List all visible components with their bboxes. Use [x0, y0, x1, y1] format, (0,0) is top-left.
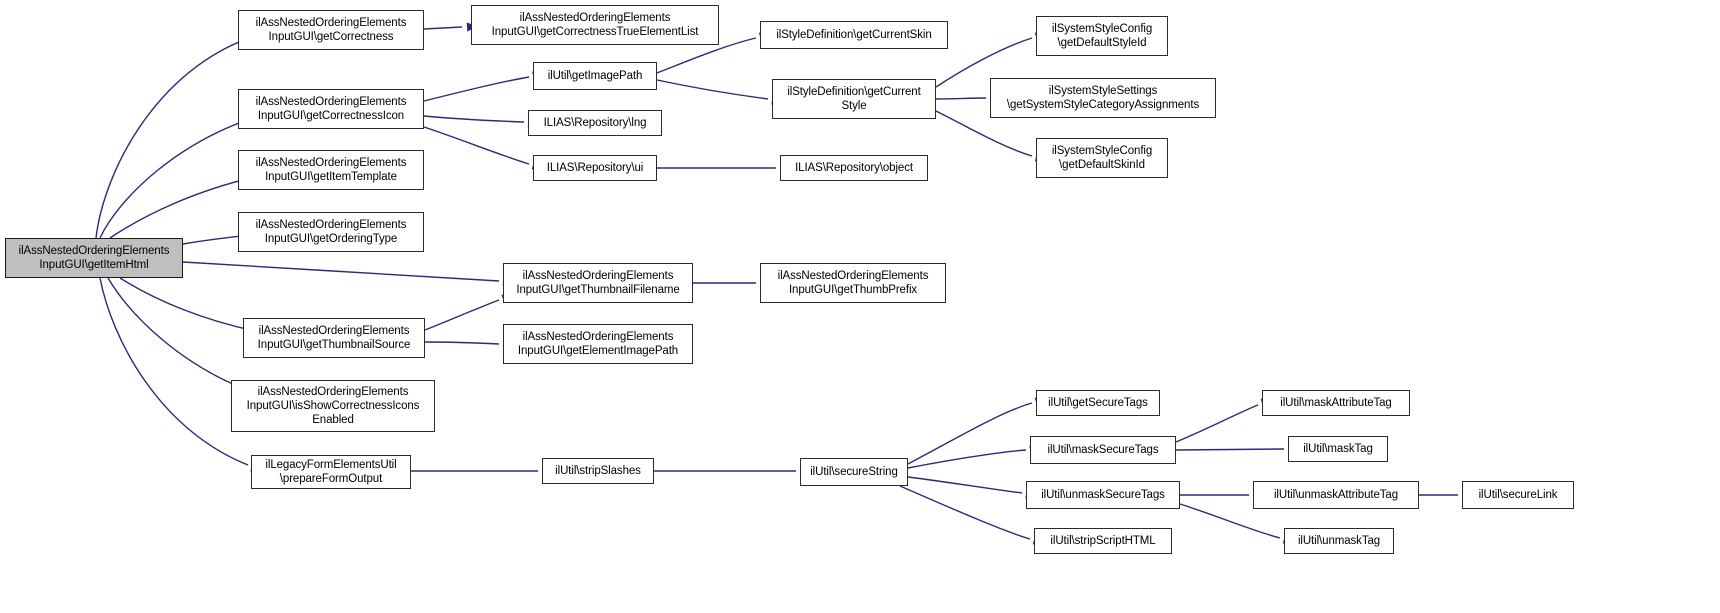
graph-node-root[interactable]: ilAssNestedOrderingElements InputGUI\get…	[5, 238, 183, 278]
call-edge	[107, 277, 253, 393]
call-edge	[424, 341, 500, 345]
call-edge	[182, 261, 500, 282]
call-edge	[423, 76, 530, 102]
graph-node-label: ilUtil\getImagePath	[547, 70, 643, 82]
graph-node-label: ilSystemStyleSettings \getSystemStyleCat…	[1006, 85, 1200, 111]
graph-node-getThumbnailSource[interactable]: ilAssNestedOrderingElements InputGUI\get…	[243, 318, 425, 358]
graph-node-unmaskSecureTags[interactable]: ilUtil\unmaskSecureTags	[1026, 481, 1180, 509]
graph-node-getCorrectness[interactable]: ilAssNestedOrderingElements InputGUI\get…	[238, 10, 424, 50]
graph-node-label: ilAssNestedOrderingElements InputGUI\get…	[491, 12, 699, 38]
graph-node-repoLng[interactable]: ILIAS\Repository\lng	[528, 110, 662, 136]
graph-node-getCurrentStyle[interactable]: ilStyleDefinition\getCurrent Style	[772, 79, 936, 119]
graph-node-repoObject[interactable]: ILIAS\Repository\object	[780, 155, 928, 181]
graph-node-getThumbnailFilename[interactable]: ilAssNestedOrderingElements InputGUI\get…	[503, 263, 693, 303]
graph-node-label: ilUtil\secureLink	[1478, 489, 1558, 501]
call-edge	[95, 31, 269, 239]
graph-node-label: ilAssNestedOrderingElements InputGUI\get…	[516, 270, 680, 296]
call-edge	[1175, 448, 1285, 451]
call-edge	[907, 402, 1033, 465]
call-edge	[1175, 404, 1259, 443]
graph-node-getElementImagePath[interactable]: ilAssNestedOrderingElements InputGUI\get…	[503, 324, 693, 364]
call-edge	[899, 485, 1031, 540]
graph-node-label: ilAssNestedOrderingElements InputGUI\get…	[255, 96, 407, 122]
graph-node-defaultStyleId[interactable]: ilSystemStyleConfig \getDefaultStyleId	[1036, 16, 1168, 56]
graph-node-getItemTemplate[interactable]: ilAssNestedOrderingElements InputGUI\get…	[238, 150, 424, 190]
graph-node-secureString[interactable]: ilUtil\secureString	[800, 458, 908, 486]
graph-node-label: ilUtil\unmaskAttributeTag	[1273, 489, 1399, 501]
call-edge	[423, 126, 530, 165]
graph-node-maskTag[interactable]: ilUtil\maskTag	[1288, 436, 1388, 462]
graph-node-label: ilLegacyFormElementsUtil \prepareFormOut…	[265, 459, 397, 485]
graph-node-getOrderingType[interactable]: ilAssNestedOrderingElements InputGUI\get…	[238, 212, 424, 252]
graph-node-label: ilUtil\getSecureTags	[1048, 397, 1148, 409]
graph-node-getThumbPrefix[interactable]: ilAssNestedOrderingElements InputGUI\get…	[760, 263, 946, 303]
graph-node-label: ILIAS\Repository\lng	[543, 117, 647, 129]
graph-node-getCorrectnessTrue[interactable]: ilAssNestedOrderingElements InputGUI\get…	[471, 5, 719, 45]
graph-node-label: ilSystemStyleConfig \getDefaultSkinId	[1051, 145, 1153, 171]
graph-node-getCorrectnessIcon[interactable]: ilAssNestedOrderingElements InputGUI\get…	[238, 89, 424, 129]
graph-node-label: ilSystemStyleConfig \getDefaultStyleId	[1051, 23, 1153, 49]
graph-node-label: ilUtil\unmaskTag	[1297, 535, 1381, 547]
call-edge	[423, 26, 463, 30]
graph-node-prepareFormOutput[interactable]: ilLegacyFormElementsUtil \prepareFormOut…	[251, 455, 411, 489]
graph-node-defaultSkinId[interactable]: ilSystemStyleConfig \getDefaultSkinId	[1036, 138, 1168, 178]
graph-node-label: ilUtil\maskSecureTags	[1047, 444, 1159, 456]
call-edge	[656, 79, 769, 100]
graph-node-label: ilAssNestedOrderingElements InputGUI\get…	[18, 245, 170, 271]
graph-node-isShowCorrectness[interactable]: ilAssNestedOrderingElements InputGUI\isS…	[231, 380, 435, 432]
graph-node-label: ilAssNestedOrderingElements InputGUI\get…	[255, 219, 407, 245]
graph-node-label: ilUtil\secureString	[810, 466, 898, 478]
graph-node-label: ilAssNestedOrderingElements InputGUI\get…	[255, 17, 407, 43]
call-edge	[99, 277, 249, 466]
call-edge	[1179, 503, 1281, 539]
graph-node-label: ilAssNestedOrderingElements InputGUI\get…	[777, 270, 929, 296]
graph-node-label: ilAssNestedOrderingElements InputGUI\get…	[257, 325, 411, 351]
graph-node-secureLink[interactable]: ilUtil\secureLink	[1462, 481, 1574, 509]
graph-node-label: ilUtil\stripSlashes	[555, 465, 641, 477]
graph-node-label: ilAssNestedOrderingElements InputGUI\get…	[517, 331, 679, 357]
call-edge	[907, 449, 1027, 469]
graph-node-maskAttributeTag[interactable]: ilUtil\maskAttributeTag	[1262, 390, 1410, 416]
call-edge	[424, 299, 500, 331]
graph-node-getImagePath[interactable]: ilUtil\getImagePath	[533, 62, 657, 90]
graph-node-sysStyleSettings[interactable]: ilSystemStyleSettings \getSystemStyleCat…	[990, 78, 1216, 118]
graph-node-unmaskAttributeTag[interactable]: ilUtil\unmaskAttributeTag	[1253, 481, 1419, 509]
graph-node-label: ilAssNestedOrderingElements InputGUI\isS…	[246, 386, 420, 426]
call-edge	[935, 97, 987, 100]
graph-node-label: ilAssNestedOrderingElements InputGUI\get…	[255, 157, 407, 183]
graph-node-unmaskTag[interactable]: ilUtil\unmaskTag	[1284, 528, 1394, 554]
graph-node-label: ilUtil\maskTag	[1303, 443, 1373, 455]
graph-node-label: ilStyleDefinition\getCurrent Style	[787, 86, 921, 112]
graph-node-getSecureTags[interactable]: ilUtil\getSecureTags	[1036, 390, 1160, 416]
graph-node-maskSecureTags[interactable]: ilUtil\maskSecureTags	[1030, 436, 1176, 464]
graph-node-stripSlashes[interactable]: ilUtil\stripSlashes	[542, 458, 654, 484]
graph-node-label: ILIAS\Repository\ui	[546, 162, 644, 174]
graph-node-label: ilUtil\stripScriptHTML	[1050, 535, 1156, 547]
call-edge	[423, 115, 525, 123]
graph-node-stripScriptHTML[interactable]: ilUtil\stripScriptHTML	[1034, 528, 1172, 554]
graph-node-label: ilStyleDefinition\getCurrentSkin	[776, 29, 932, 41]
graph-node-label: ilUtil\unmaskSecureTags	[1041, 489, 1165, 501]
graph-node-repoUi[interactable]: ILIAS\Repository\ui	[533, 155, 657, 181]
graph-node-getCurrentSkin[interactable]: ilStyleDefinition\getCurrentSkin	[760, 21, 948, 49]
graph-node-label: ilUtil\maskAttributeTag	[1280, 397, 1392, 409]
graph-node-label: ILIAS\Repository\object	[795, 162, 913, 174]
call-edge	[907, 476, 1023, 494]
